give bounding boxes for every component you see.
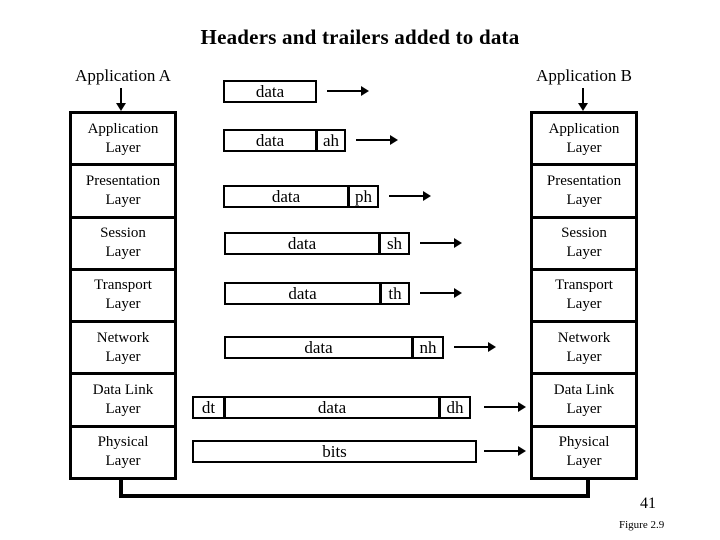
flow-row-sh: data sh (224, 232, 410, 255)
flow-segment-data: data (304, 337, 333, 357)
layer-cell-session: Session Layer (533, 219, 635, 271)
flow-segment-data: data (223, 398, 438, 417)
flow-segment-data: data (288, 283, 317, 303)
layer-cell-transport: Transport Layer (533, 271, 635, 324)
layer-cell-network: Network Layer (72, 323, 174, 376)
flow-segment-bits: bits (322, 441, 347, 461)
flow-segment-data: data (255, 130, 285, 150)
flow-row-bits: bits (192, 440, 477, 463)
endpoint-label-b: Application B (536, 66, 632, 85)
layer-label: Data Link Layer (92, 382, 154, 418)
flow-row-th: data th (224, 282, 410, 305)
physical-link-line-left (119, 480, 123, 498)
flow-row-ah: data ah (223, 129, 346, 152)
layer-label: Data Link Layer (553, 382, 615, 418)
layer-label: Physical Layer (558, 434, 610, 470)
down-arrow-icon (116, 88, 126, 111)
flow-segment-th: th (379, 284, 408, 303)
layer-cell-presentation: Presentation Layer (533, 166, 635, 219)
slide-title: Headers and trailers added to data (200, 25, 520, 49)
flow-arrow-icon (454, 342, 496, 352)
protocol-stack-b: Application Layer Presentation Layer Ses… (530, 111, 638, 480)
layer-label: Physical Layer (97, 434, 149, 470)
layer-label: Session Layer (100, 225, 146, 261)
figure-caption: Figure 2.9 (619, 519, 665, 531)
endpoint-label-a: Application A (75, 66, 171, 85)
flow-row-nh: data nh (224, 336, 444, 359)
flow-arrow-icon (356, 135, 398, 145)
layer-label: Application Layer (87, 120, 159, 156)
layer-cell-datalink: Data Link Layer (72, 375, 174, 428)
flow-segment-nh: nh (411, 338, 442, 357)
physical-link-line-right (586, 480, 590, 498)
flow-segment-data: data (287, 233, 317, 253)
layer-cell-presentation: Presentation Layer (72, 166, 174, 219)
page-number: 41 (640, 495, 656, 512)
flow-row-application-data: data (223, 80, 317, 103)
flow-arrow-icon (484, 446, 526, 456)
layer-cell-application: Application Layer (72, 114, 174, 167)
layer-label: Network Layer (557, 329, 611, 365)
flow-segment-sh: sh (378, 234, 408, 253)
layer-label: Session Layer (561, 225, 607, 261)
flow-segment-ah: ah (315, 131, 344, 150)
layer-cell-physical: Physical Layer (72, 428, 174, 477)
flow-row-datalink: dt data dh (192, 396, 471, 419)
physical-link-line-horizontal (119, 494, 590, 498)
layer-cell-network: Network Layer (533, 323, 635, 376)
flow-segment-ph: ph (347, 187, 377, 206)
layer-label: Network Layer (96, 329, 150, 365)
flow-row-ph: data ph (223, 185, 379, 208)
flow-arrow-icon (389, 191, 431, 201)
protocol-stack-a: Application Layer Presentation Layer Ses… (69, 111, 177, 480)
layer-label: Presentation Layer (546, 172, 622, 208)
layer-label: Transport Layer (555, 277, 613, 313)
layer-label: Transport Layer (94, 277, 152, 313)
layer-cell-session: Session Layer (72, 219, 174, 271)
flow-arrow-icon (420, 238, 462, 248)
layer-label: Application Layer (548, 120, 620, 156)
flow-segment-dh: dh (438, 398, 469, 417)
layer-cell-datalink: Data Link Layer (533, 375, 635, 428)
down-arrow-icon (578, 88, 588, 111)
flow-segment-data: data (255, 81, 285, 101)
flow-arrow-icon (420, 288, 462, 298)
layer-cell-application: Application Layer (533, 114, 635, 167)
layer-cell-transport: Transport Layer (72, 271, 174, 324)
layer-label: Presentation Layer (85, 172, 161, 208)
layer-cell-physical: Physical Layer (533, 428, 635, 477)
flow-segment-data: data (271, 186, 301, 206)
flow-arrow-icon (484, 402, 526, 412)
flow-segment-dt: dt (201, 397, 216, 417)
flow-arrow-icon (327, 86, 369, 96)
